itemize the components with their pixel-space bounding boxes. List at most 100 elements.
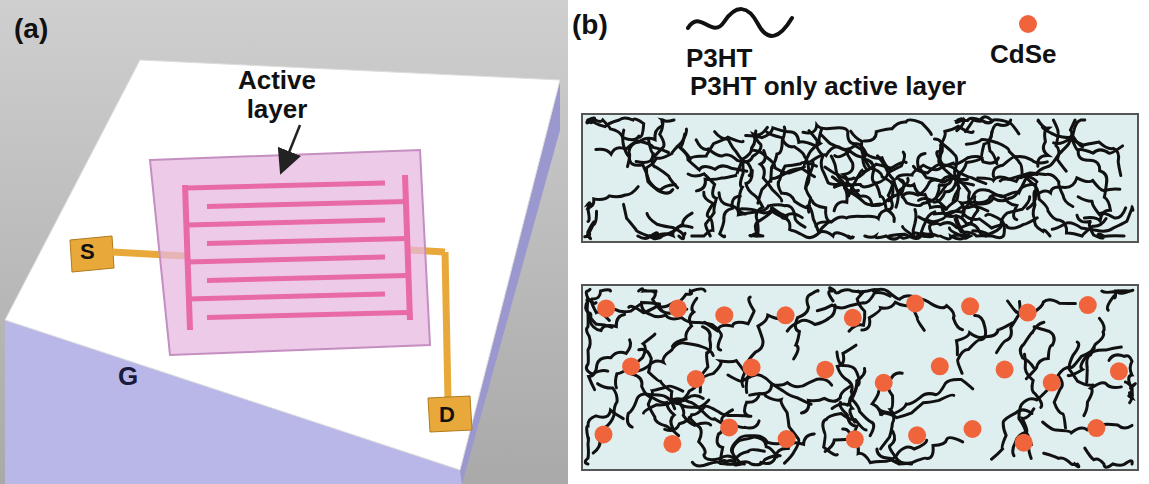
polymer-chain	[851, 131, 893, 201]
polymer-chain	[1025, 354, 1042, 407]
substrate-top	[5, 60, 560, 470]
polymer-chain	[1084, 383, 1121, 416]
polymer-chain	[1054, 348, 1094, 428]
polymer-chain	[646, 129, 686, 190]
terminal-label: G	[118, 362, 138, 391]
polymer-chain	[697, 162, 742, 191]
polymer-chain	[1008, 300, 1076, 315]
part-label: Active layer	[232, 66, 322, 123]
cdse-dot	[961, 297, 979, 315]
polymer-chain	[692, 192, 714, 236]
electrode-finger	[207, 202, 407, 207]
cdse-dot	[1015, 434, 1033, 452]
cdse-dot	[1043, 374, 1061, 392]
electrode-finger	[207, 313, 407, 318]
film-box	[582, 114, 1138, 242]
polymer-chain	[639, 349, 709, 407]
polymer-chain	[692, 456, 780, 466]
polymer-chain	[588, 187, 638, 222]
electrode-bus	[405, 175, 410, 320]
polymer-chain	[738, 127, 767, 213]
polymer-chain	[1033, 191, 1050, 236]
polymer-chain	[681, 134, 744, 159]
polymer-chain	[746, 128, 815, 146]
polymer-chain	[615, 334, 654, 388]
polymer-chain	[973, 197, 1030, 235]
cdse-dot	[906, 294, 924, 312]
polymer-chain	[958, 315, 986, 373]
interdigitated-electrodes	[185, 175, 410, 330]
polymer-chain	[1043, 422, 1132, 433]
terminal-label: S	[80, 240, 95, 264]
polymer-chain	[889, 431, 962, 463]
electrode-finger	[187, 294, 385, 299]
material-label: CdSe	[990, 40, 1056, 69]
polymer-chain	[1026, 327, 1054, 379]
terminal-label: D	[439, 403, 455, 427]
polymer-chain	[705, 297, 755, 331]
polymer-chain	[745, 379, 832, 416]
electrode-finger	[207, 276, 407, 281]
polymer-chain	[863, 159, 895, 221]
polymer-chain	[942, 206, 987, 236]
polymer-chain	[1053, 120, 1066, 171]
polymer-chain	[794, 291, 818, 359]
cdse-dot	[931, 357, 949, 375]
cdse-dots	[595, 294, 1128, 453]
polymer-chain	[997, 301, 1020, 352]
polymer-chain	[585, 211, 597, 238]
polymer-chain	[864, 120, 931, 141]
polymer-chain	[688, 174, 716, 236]
polymer-chains	[585, 117, 1136, 467]
polymer-chain	[1013, 409, 1034, 456]
polymer-chain	[1102, 290, 1133, 310]
electrode-bus	[185, 185, 190, 330]
polymer-chain	[1021, 120, 1075, 178]
polymer-chain	[758, 168, 815, 203]
polymer-chain	[728, 375, 811, 405]
cdse-dot	[715, 306, 733, 324]
cdse-dot	[687, 370, 705, 388]
polymer-chain	[889, 212, 935, 239]
polymer-symbol	[688, 9, 792, 36]
leader-arrow	[282, 125, 300, 170]
polymer-chain	[1078, 197, 1126, 218]
cdse-dot	[777, 306, 795, 324]
electrode-finger	[187, 220, 385, 225]
drain-track	[445, 252, 448, 400]
polymer-chain	[879, 379, 973, 413]
polymer-chain	[1078, 150, 1110, 221]
polymer-chain	[1085, 448, 1132, 467]
polymer-chain	[596, 141, 669, 154]
cdse-dot	[1019, 304, 1037, 322]
cdse-dot	[663, 435, 681, 453]
polymer-chain	[1044, 453, 1079, 467]
cdse-dot	[595, 425, 613, 443]
polymer-chain	[832, 345, 856, 408]
polymer-chain	[1027, 178, 1120, 209]
cdse-dot	[669, 300, 687, 318]
polymer-chain	[593, 384, 617, 453]
polymer-chain	[585, 410, 623, 464]
electrode-finger	[187, 183, 385, 188]
cdse-dot	[597, 299, 615, 317]
polymer-chain	[829, 288, 877, 301]
polymer-chain	[732, 437, 777, 465]
cdse-dot	[875, 374, 893, 392]
cdse-dot	[622, 357, 640, 375]
active-layer	[150, 150, 430, 355]
caption-label: P3HT only active layer	[690, 72, 966, 101]
film-box	[582, 285, 1138, 470]
cdse-dot	[996, 361, 1014, 379]
cdse-dot	[743, 358, 761, 376]
polymer-chain	[1042, 127, 1122, 153]
polymer-chain	[719, 193, 805, 227]
cdse-dot	[1079, 296, 1097, 314]
panel-letter: (b)	[572, 10, 608, 41]
polymer-chain	[624, 204, 693, 238]
drain-pad	[428, 396, 472, 432]
polymer-chain	[992, 410, 1032, 459]
electrode-finger	[207, 239, 407, 244]
panel-letter: (a)	[14, 14, 48, 45]
